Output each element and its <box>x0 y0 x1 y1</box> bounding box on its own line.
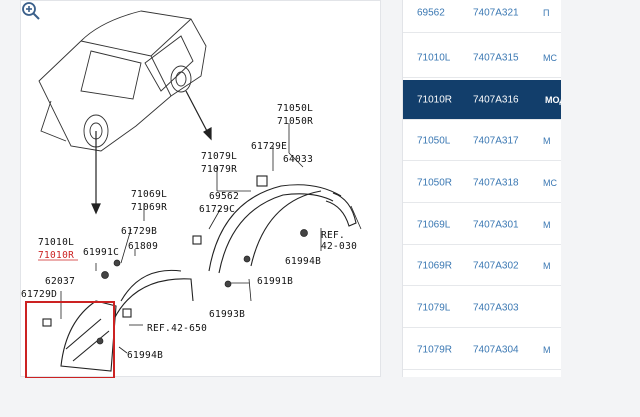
row-extra: МОД <box>545 94 561 105</box>
row-part-number: 7407A303 <box>473 302 519 313</box>
row-code: 71050L <box>417 135 451 146</box>
label-ref-42-030-line2: 42-030 <box>321 241 357 252</box>
row-part-number: 7407A317 <box>473 135 519 146</box>
row-part-number: 7407A301 <box>473 219 519 230</box>
row-extra: МС <box>543 52 557 63</box>
parts-list-row[interactable]: 71079L 7407A303 <box>403 288 561 328</box>
leader-lines <box>60 123 362 354</box>
label-61809: 61809 <box>128 241 158 252</box>
zoom-in-icon[interactable] <box>21 1 41 21</box>
label-ref-42-650: REF.42-650 <box>147 323 207 334</box>
row-part-number: 7407A318 <box>473 177 519 188</box>
parts-list-row[interactable]: 71069R 7407A302 М <box>403 246 561 286</box>
label-ref-42-030-line1: REF. <box>321 230 345 241</box>
row-part-number: 7407A316 <box>473 94 519 105</box>
parts-list-row-selected[interactable]: 71010R 7407A316 МОД <box>403 80 561 120</box>
label-61991C: 61991C <box>83 247 119 258</box>
label-71010R: 71010R <box>38 250 74 261</box>
row-extra: М <box>543 260 551 271</box>
parts-list-row[interactable]: 71010L 7407A315 МС <box>403 38 561 78</box>
label-61993B: 61993B <box>209 309 245 320</box>
label-71079L: 71079L <box>201 151 237 162</box>
label-71050L: 71050L <box>277 103 313 114</box>
row-code: 71010R <box>417 94 453 105</box>
row-code: 71079L <box>417 302 451 313</box>
label-71069R: 71069R <box>131 202 167 213</box>
row-code: 71079R <box>417 344 453 355</box>
row-extra: П <box>543 7 550 18</box>
parts-diagram: 71050L 71050R 71079L 71079R 61729E 64033… <box>21 10 362 378</box>
parts-list-row[interactable]: 71079R 7407A304 М <box>403 330 561 370</box>
parts-list-row[interactable]: 71050L 7407A317 М <box>403 121 561 161</box>
parts-diagram-panel: 71050L 71050R 71079L 71079R 61729E 64033… <box>20 0 381 378</box>
row-code: 71069L <box>417 219 451 230</box>
label-71010L: 71010L <box>38 237 74 248</box>
label-61991B: 61991B <box>257 276 293 287</box>
highlight-box <box>25 301 115 378</box>
label-61729D: 61729D <box>21 289 57 300</box>
row-extra: МС <box>543 177 557 188</box>
row-extra: М <box>543 219 551 230</box>
parts-list-row[interactable]: 71069L 7407A301 М <box>403 205 561 245</box>
label-61994B-upper: 61994B <box>285 256 321 267</box>
row-code: 71069R <box>417 260 453 271</box>
car-illustration <box>38 10 207 152</box>
parts-list-row[interactable]: 71050R 7407A318 МС <box>403 163 561 203</box>
pointer-arrows <box>91 90 212 215</box>
row-code: 71050R <box>417 177 453 188</box>
row-extra: М <box>543 135 551 146</box>
label-61729E: 61729E <box>251 141 287 152</box>
label-62037: 62037 <box>45 276 75 287</box>
label-71050R: 71050R <box>277 116 313 127</box>
parts-list-row[interactable]: 69562 7407A321 П <box>403 0 561 33</box>
row-part-number: 7407A302 <box>473 260 519 271</box>
row-part-number: 7407A304 <box>473 344 519 355</box>
label-61994B-lower: 61994B <box>127 350 163 361</box>
label-71069L: 71069L <box>131 189 167 200</box>
label-71079R: 71079R <box>201 164 237 175</box>
label-64033: 64033 <box>283 154 313 165</box>
row-code: 69562 <box>417 7 445 18</box>
label-61729B: 61729B <box>121 226 157 237</box>
row-code: 71010L <box>417 52 451 63</box>
row-part-number: 7407A321 <box>473 7 519 18</box>
fastener-icons <box>96 229 308 345</box>
label-69562: 69562 <box>209 191 239 202</box>
row-part-number: 7407A315 <box>473 52 519 63</box>
label-61729C: 61729C <box>199 204 235 215</box>
parts-list: 69562 7407A321 П 71010L 7407A315 МС 7101… <box>402 0 561 377</box>
fender-parts <box>42 175 357 372</box>
row-extra: М <box>543 344 551 355</box>
